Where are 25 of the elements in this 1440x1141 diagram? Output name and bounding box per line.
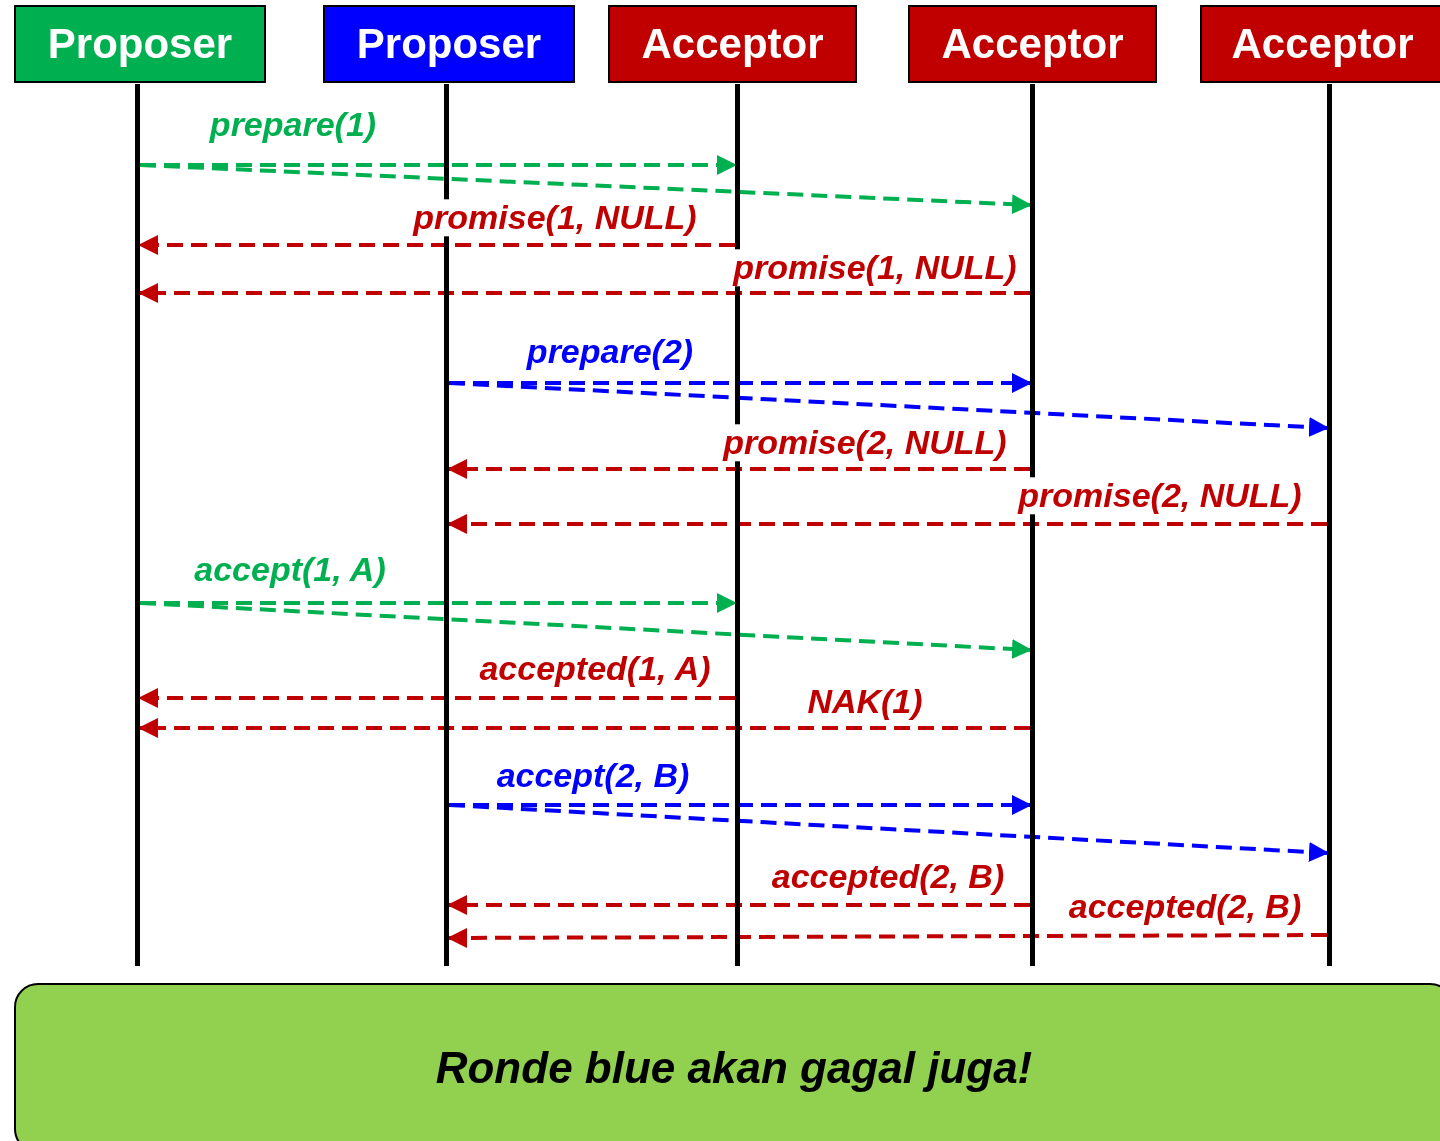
edge-label: promise(2, NULL) [721,424,1009,462]
message-arrow [447,514,1327,534]
message-arrow [448,803,1329,862]
message-arrow [139,163,1032,215]
note-panel [14,983,1440,1141]
participant-box: Proposer [323,5,575,83]
message-arrow [138,688,735,708]
participant-box: Acceptor [608,5,857,83]
message-arrow [139,601,1032,660]
note-text: Ronde blue akan gagal juga! [435,1043,1033,1093]
edge-label: promise(1, NULL) [411,199,699,237]
message-arrow [138,718,1030,738]
message-arrow [447,459,1030,479]
participant-box: Acceptor [1200,5,1440,83]
edge-label: promise(1, NULL) [731,249,1019,287]
message-arrow [447,927,1327,948]
message-arrow [138,283,1030,303]
message-arrow [448,381,1329,438]
edge-label: promise(2, NULL) [1016,477,1304,515]
lifeline [1327,84,1332,966]
message-arrow [447,895,1030,915]
lifeline [135,84,140,966]
message-arrow [138,235,735,255]
participant-box: Acceptor [908,5,1157,83]
participant-box: Proposer [14,5,266,83]
